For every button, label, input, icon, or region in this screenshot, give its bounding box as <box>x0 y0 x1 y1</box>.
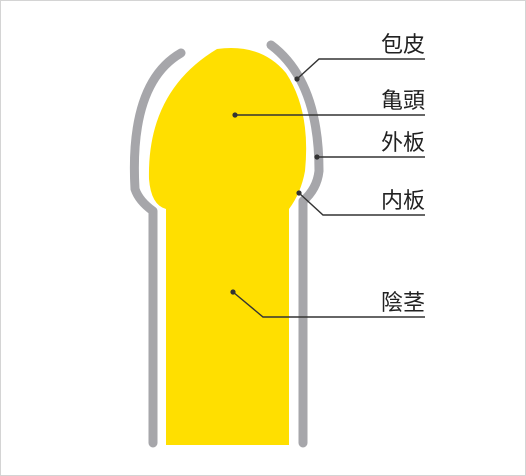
penis-body-shape <box>148 48 307 445</box>
label-glans: 亀頭 <box>381 89 425 114</box>
leader-foreskin <box>294 58 425 82</box>
leader-inner-layer <box>296 190 425 216</box>
foreskin-left-line <box>129 48 186 448</box>
label-outer-layer: 外板 <box>381 131 425 156</box>
leader-shaft <box>230 289 425 318</box>
label-shaft: 陰茎 <box>381 291 425 316</box>
label-foreskin: 包皮 <box>381 33 425 58</box>
leader-glans <box>232 112 425 118</box>
leader-outer-layer <box>314 154 425 160</box>
label-inner-layer: 内板 <box>381 189 425 214</box>
